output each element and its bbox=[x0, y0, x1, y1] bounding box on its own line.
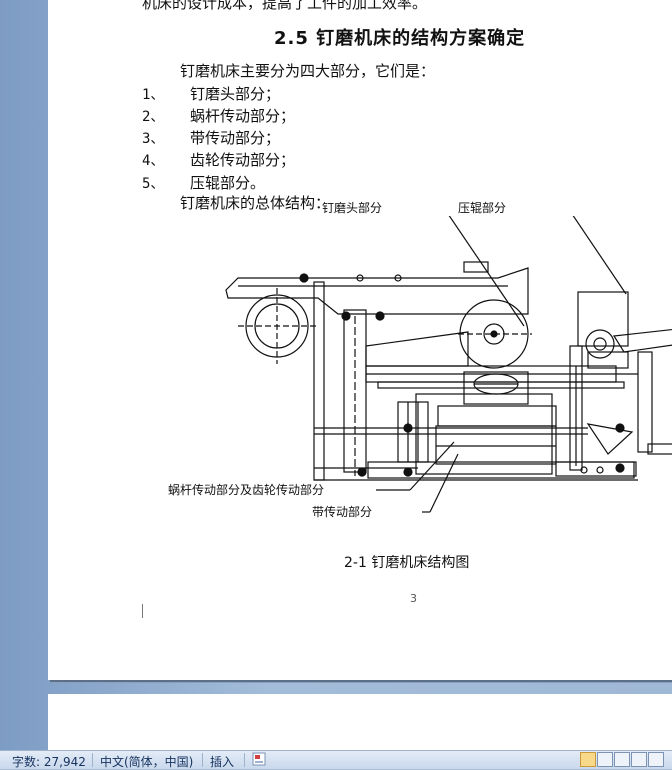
top-arm bbox=[225, 267, 529, 315]
list-item-text: 压辊部分。 bbox=[190, 174, 266, 192]
list-item-text: 钉磨头部分； bbox=[190, 85, 281, 103]
view-buttons bbox=[580, 752, 664, 767]
status-separator bbox=[92, 753, 93, 767]
insert-mode-indicator[interactable]: 插入 bbox=[210, 755, 235, 769]
print-layout-view-button[interactable] bbox=[580, 752, 596, 767]
macro-record-icon[interactable] bbox=[252, 752, 266, 769]
page-number: 3 bbox=[410, 592, 417, 605]
list-item-number: 4、 bbox=[142, 153, 165, 169]
paragraph-structure-intro: 钉磨机床的总体结构： bbox=[180, 194, 331, 212]
figure-caption: 2-1 钉磨机床结构图 bbox=[344, 555, 470, 571]
section-heading: 2.5 钉磨机床的结构方案确定 bbox=[274, 28, 526, 49]
base-frame bbox=[367, 461, 635, 479]
right-tail bbox=[647, 443, 672, 455]
list-item-number: 3、 bbox=[142, 131, 165, 147]
list-item-number: 5、 bbox=[142, 176, 165, 192]
list-item-text: 蜗杆传动部分； bbox=[190, 107, 296, 125]
web-layout-view-button[interactable] bbox=[614, 752, 630, 767]
status-bar: 字数: 27,942 中文(简体，中国) 插入 bbox=[0, 750, 672, 769]
outline-view-button[interactable] bbox=[631, 752, 647, 767]
status-separator bbox=[202, 753, 203, 767]
status-separator bbox=[244, 753, 245, 767]
list-item-number: 1、 bbox=[142, 87, 165, 103]
callout-belt: 带传动部分 bbox=[312, 504, 372, 519]
body-text-line: 机床的设计成本，提高了工件的加工效率。 bbox=[142, 0, 428, 12]
word-count[interactable]: 字数: 27,942 bbox=[12, 755, 86, 769]
text-cursor bbox=[142, 604, 143, 618]
document-page-next[interactable] bbox=[48, 694, 672, 750]
full-screen-reading-view-button[interactable] bbox=[597, 752, 613, 767]
document-viewport[interactable]: 机床的设计成本，提高了工件的加工效率。 2.5 钉磨机床的结构方案确定 钉磨机床… bbox=[0, 0, 672, 750]
pressure-roller-housing bbox=[577, 291, 629, 347]
paragraph-intro: 钉磨机床主要分为四大部分，它们是： bbox=[180, 62, 436, 80]
figure-callouts: 钉磨头部分 压辊部分 蜗杆传动部分及齿轮传动部分 带传动部分 bbox=[168, 200, 506, 519]
machine-structure-figure bbox=[225, 216, 672, 513]
list-item-text: 带传动部分； bbox=[190, 129, 281, 147]
list-item-number: 2、 bbox=[142, 109, 165, 125]
language-indicator[interactable]: 中文(简体，中国) bbox=[100, 755, 194, 769]
frame-left-column bbox=[313, 281, 325, 481]
document-page[interactable]: 机床的设计成本，提高了工件的加工效率。 2.5 钉磨机床的结构方案确定 钉磨机床… bbox=[48, 0, 672, 680]
callout-worm-gear: 蜗杆传动部分及齿轮传动部分 bbox=[168, 482, 324, 497]
callout-pressure-roller: 压辊部分 bbox=[458, 200, 506, 215]
callout-grinding-head: 钉磨头部分 bbox=[322, 200, 382, 215]
list-item-text: 齿轮传动部分； bbox=[190, 151, 296, 169]
draft-view-button[interactable] bbox=[648, 752, 664, 767]
